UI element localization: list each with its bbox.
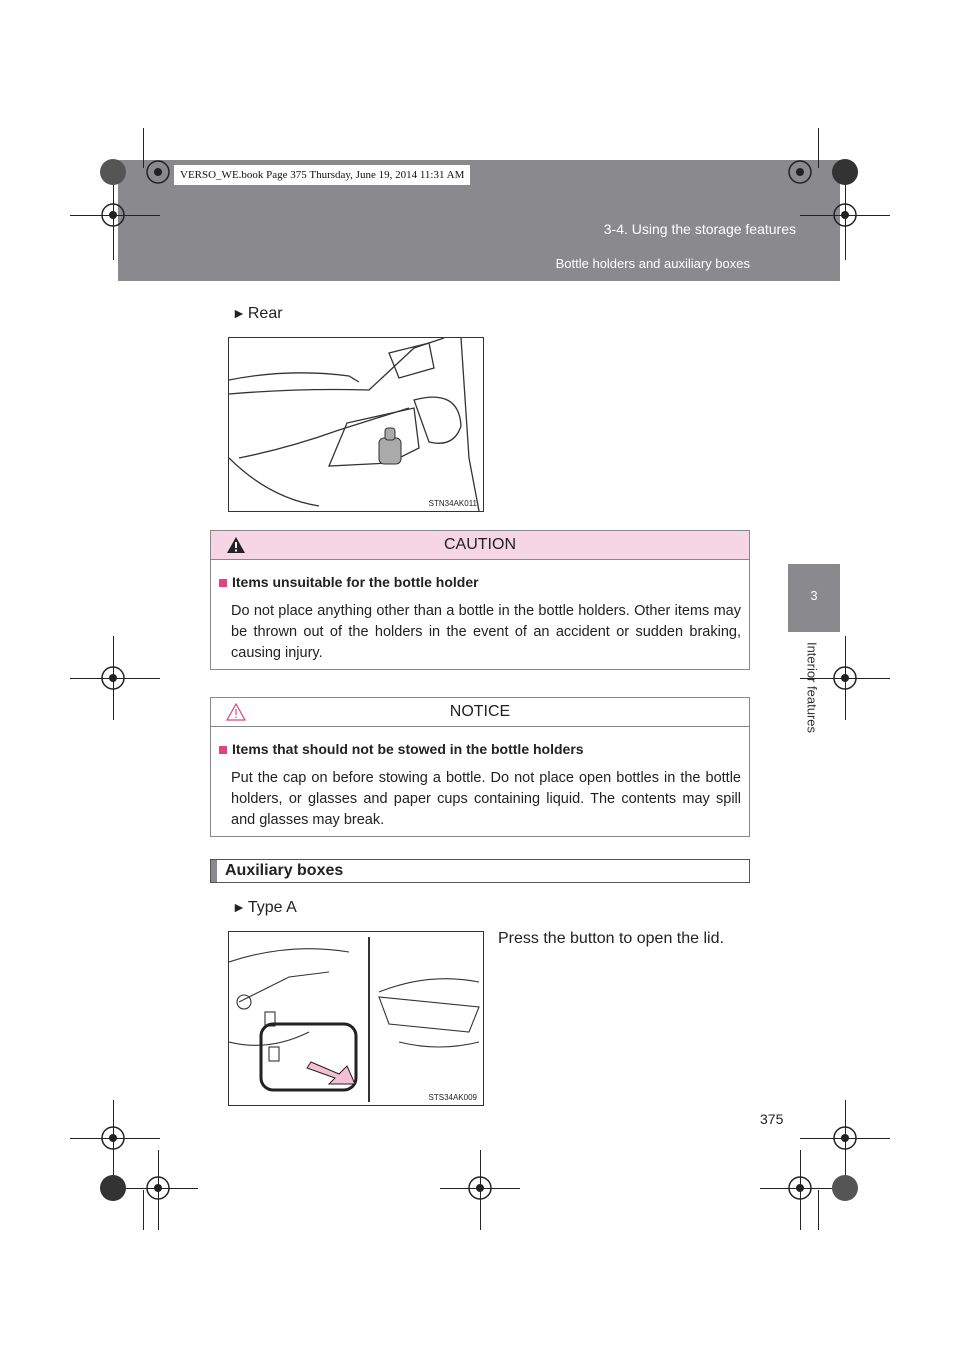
glove-box-illustration bbox=[228, 937, 480, 1102]
caution-header: CAUTION bbox=[211, 531, 749, 560]
caution-box: CAUTION Items unsuitable for the bottle … bbox=[210, 530, 750, 670]
warning-triangle-icon bbox=[227, 537, 245, 553]
caution-text: Do not place anything other than a bottl… bbox=[231, 603, 741, 661]
square-bullet-icon bbox=[219, 579, 227, 587]
glove-box-figure: STS34AK009 bbox=[228, 931, 484, 1106]
rear-bottle-holder-figure: STN34AK011 bbox=[228, 337, 484, 512]
type-a-label: ►Type A bbox=[232, 899, 297, 916]
door-bottle-holder-illustration bbox=[228, 337, 480, 512]
instruction-text: Press the button to open the lid. bbox=[498, 930, 724, 947]
figure-code: STN34AK011 bbox=[428, 499, 477, 508]
notice-header: NOTICE bbox=[211, 698, 749, 727]
notice-heading: Items that should not be stowed in the b… bbox=[219, 739, 741, 760]
triangle-right-icon: ► bbox=[232, 899, 246, 915]
chapter-title: 3-4. Using the storage features bbox=[603, 221, 796, 237]
triangle-right-icon: ► bbox=[232, 305, 246, 321]
notice-box: NOTICE Items that should not be stowed i… bbox=[210, 697, 750, 837]
section-title: Bottle holders and auxiliary boxes bbox=[555, 256, 750, 271]
book-stamp: VERSO_WE.book Page 375 Thursday, June 19… bbox=[174, 165, 471, 185]
page-number: 375 bbox=[760, 1111, 784, 1127]
notice-title: NOTICE bbox=[449, 703, 511, 720]
notice-text: Put the cap on before stowing a bottle. … bbox=[231, 770, 741, 828]
caution-outline-triangle-icon bbox=[226, 703, 246, 721]
square-bullet-icon bbox=[219, 746, 227, 754]
figure-code: STS34AK009 bbox=[428, 1093, 477, 1102]
caution-title: CAUTION bbox=[444, 536, 516, 553]
rear-label: ►Rear bbox=[232, 305, 283, 322]
caution-heading: Items unsuitable for the bottle holder bbox=[219, 572, 741, 593]
chapter-tab-number: 3 bbox=[788, 564, 840, 632]
auxiliary-boxes-heading: Auxiliary boxes bbox=[210, 859, 750, 883]
